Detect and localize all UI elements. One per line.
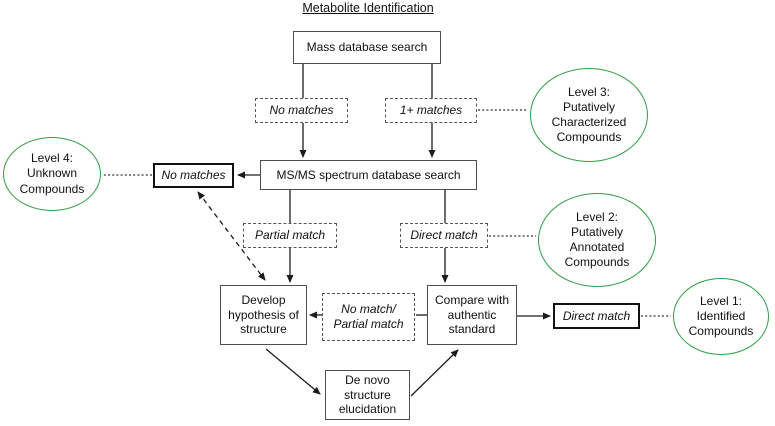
partial-match-line: Partial match	[333, 317, 404, 331]
mass-database-search-label: Mass database search	[306, 40, 428, 55]
level2-line: Putatively	[570, 224, 624, 239]
level1-circle: Level 1: Identified Compounds	[673, 278, 769, 355]
one-plus-matches-branch-box: 1+ matches	[385, 98, 477, 123]
level2-line: Compounds	[564, 255, 630, 270]
direct-match-branch-label: Direct match	[410, 228, 478, 243]
level1-line: Level 1:	[699, 293, 743, 308]
de-novo-elucidation-box: De novo structure elucidation	[325, 370, 410, 420]
direct-match-outcome-label: Direct match	[562, 308, 631, 323]
level2-line: Level 2:	[575, 209, 619, 224]
direct-match-branch-box: Direct match	[400, 223, 488, 248]
one-plus-matches-branch-label: 1+ matches	[399, 103, 463, 118]
level3-line: Characterized	[551, 115, 627, 129]
level4-circle: Level 4: Unknown Compounds	[3, 137, 101, 211]
partial-match-branch-box: Partial match	[243, 223, 337, 248]
mass-database-search-box: Mass database search	[293, 31, 441, 64]
msms-spectrum-search-box: MS/MS spectrum database search	[260, 160, 477, 190]
level2-circle: Level 2: Putatively Annotated Compounds	[538, 193, 656, 287]
level3-line: Level 3:	[567, 84, 611, 99]
level2-line: Annotated	[569, 240, 625, 254]
no-match-line: No match/	[341, 302, 396, 317]
arrow-denovo-to-compare	[410, 349, 459, 397]
level3-line: Putatively	[562, 99, 616, 114]
level1-line: Identified	[696, 308, 746, 323]
develop-hypothesis-label: Develop hypothesis of structure	[228, 293, 299, 337]
no-matches-branch-box: No matches	[255, 98, 348, 123]
level4-line: Level 4:	[30, 151, 74, 166]
no-matches-branch-label: No matches	[269, 103, 334, 118]
no-matches-outcome-box: No matches	[153, 163, 234, 188]
de-novo-elucidation-label: De novo structure elucidation	[338, 373, 397, 417]
compare-authentic-standard-label: Compare with authentic standard	[434, 293, 510, 337]
msms-spectrum-search-label: MS/MS spectrum database search	[276, 167, 461, 182]
direct-match-outcome-box: Direct match	[553, 303, 640, 329]
level3-line: Compounds	[556, 130, 622, 145]
page-title: Metabolite Identification	[302, 1, 434, 15]
dashed-arrow-no-matches-develop	[197, 191, 266, 281]
no-matches-outcome-label: No matches	[161, 168, 226, 183]
no-match-partial-match-box: No match/ Partial match	[322, 293, 415, 341]
level4-line: Compounds	[19, 181, 85, 196]
level3-circle: Level 3: Putatively Characterized Compou…	[530, 68, 648, 162]
level1-line: Compounds	[688, 324, 754, 339]
develop-hypothesis-box: Develop hypothesis of structure	[220, 285, 307, 345]
compare-authentic-standard-box: Compare with authentic standard	[427, 285, 517, 345]
arrow-develop-to-denovo	[265, 348, 321, 395]
partial-match-branch-label: Partial match	[254, 228, 326, 243]
level4-line: Unknown	[26, 166, 78, 181]
